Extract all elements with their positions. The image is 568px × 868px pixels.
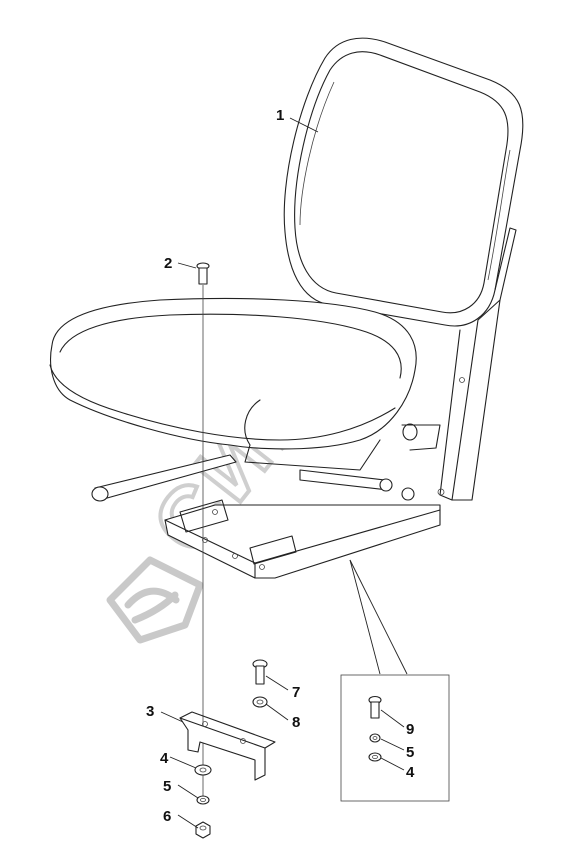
spring-washer-5 bbox=[196, 795, 210, 805]
callout-4: 4 bbox=[160, 750, 169, 767]
inset-washer-4 bbox=[368, 752, 382, 762]
seat-back bbox=[283, 37, 524, 501]
mounting-bracket bbox=[179, 711, 276, 781]
callout-4-inset: 4 bbox=[406, 764, 415, 781]
callout-2: 2 bbox=[164, 255, 172, 272]
leader-lines bbox=[160, 117, 405, 829]
inset-bolt-9 bbox=[368, 695, 382, 719]
callout-3: 3 bbox=[146, 703, 154, 720]
seat-cushion bbox=[49, 297, 441, 502]
bolt-7 bbox=[252, 659, 268, 685]
callout-1: 1 bbox=[276, 107, 284, 124]
slide-base bbox=[164, 499, 441, 579]
callout-7: 7 bbox=[292, 684, 300, 701]
washer-8 bbox=[252, 696, 268, 708]
washer-4 bbox=[194, 764, 212, 776]
callout-5-inset: 5 bbox=[406, 744, 414, 761]
callout-5: 5 bbox=[163, 778, 171, 795]
watermark-logo-icon bbox=[106, 556, 204, 644]
callout-8: 8 bbox=[292, 714, 300, 731]
bolt-2 bbox=[196, 262, 210, 285]
nut-6 bbox=[195, 821, 211, 839]
callout-6: 6 bbox=[163, 808, 171, 825]
detail-inset bbox=[340, 559, 450, 802]
callout-9: 9 bbox=[406, 721, 414, 738]
inset-spring-washer-5 bbox=[369, 733, 381, 743]
